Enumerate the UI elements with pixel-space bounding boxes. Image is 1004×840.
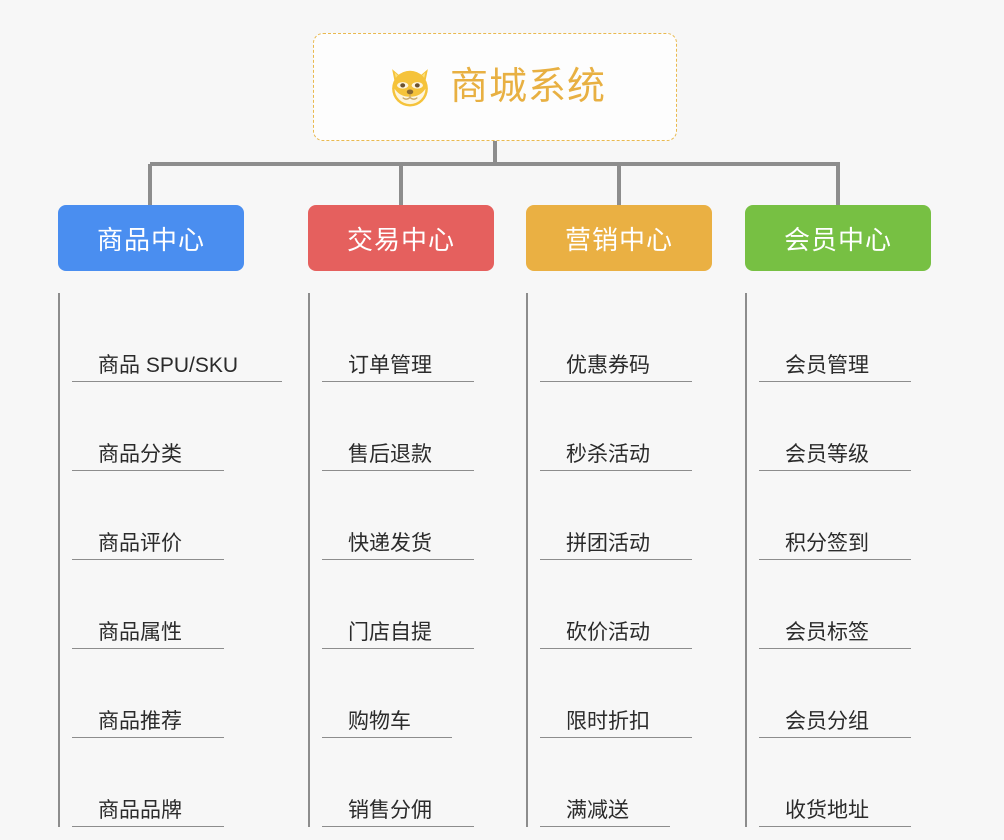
list-item[interactable]: 会员分组 [759,649,945,738]
branch-items-3: 会员管理 会员等级 积分签到 会员标签 会员分组 收货地址 [745,293,945,827]
branch-column-2: 营销中心 优惠券码 秒杀活动 拼团活动 砍价活动 限时折扣 [526,205,726,827]
list-item[interactable]: 商品评价 [72,471,288,560]
leaf-rule [540,737,692,738]
branch-spine-1 [308,293,310,827]
leaf-rule [540,826,670,827]
branch-spine-3 [745,293,747,827]
leaf-rule [72,470,224,471]
list-item[interactable]: 商品推荐 [72,649,288,738]
list-item[interactable]: 会员管理 [759,293,945,382]
leaf-rule [72,559,224,560]
branch-header-1[interactable]: 交易中心 [308,205,494,271]
branch-header-2[interactable]: 营销中心 [526,205,712,271]
branch-header-0[interactable]: 商品中心 [58,205,244,271]
root-title: 商城系统 [449,66,606,108]
leaf-label: 商品品牌 [98,799,182,822]
leaf-label: 会员管理 [785,354,869,377]
root-node[interactable]: 商城系统 [313,33,677,141]
leaf-rule [759,826,911,827]
leaf-label: 优惠券码 [566,354,650,377]
leaf-rule [322,381,474,382]
leaf-rule [322,826,474,827]
leaf-rule [759,559,911,560]
leaf-label: 收货地址 [785,799,869,822]
leaf-label: 会员等级 [785,443,869,466]
list-item[interactable]: 门店自提 [322,560,508,649]
leaf-rule [540,470,692,471]
list-item[interactable]: 限时折扣 [540,649,726,738]
leaf-label: 快递发货 [348,532,432,555]
leaf-rule [322,737,452,738]
list-item[interactable]: 售后退款 [322,382,508,471]
list-item[interactable]: 购物车 [322,649,508,738]
leaf-label: 商品评价 [98,532,182,555]
leaf-rule [759,470,911,471]
list-item[interactable]: 拼团活动 [540,471,726,560]
branch-items-0: 商品 SPU/SKU 商品分类 商品评价 商品属性 商品推荐 商品品牌 [58,293,288,827]
branch-spine-2 [526,293,528,827]
branch-items-2: 优惠券码 秒杀活动 拼团活动 砍价活动 限时折扣 满减送 [526,293,726,827]
leaf-label: 售后退款 [348,443,432,466]
leaf-rule [322,559,474,560]
shiba-dog-face-icon [384,61,436,113]
leaf-label: 积分签到 [785,532,869,555]
list-item[interactable]: 积分签到 [759,471,945,560]
leaf-label: 拼团活动 [566,532,650,555]
leaf-rule [72,381,282,382]
leaf-rule [540,648,692,649]
leaf-label: 限时折扣 [566,710,650,733]
leaf-rule [540,381,692,382]
list-item[interactable]: 会员等级 [759,382,945,471]
leaf-label: 门店自提 [348,621,432,644]
branch-column-3: 会员中心 会员管理 会员等级 积分签到 会员标签 会员分组 [745,205,945,827]
branch-items-1: 订单管理 售后退款 快递发货 门店自提 购物车 销售分佣 [308,293,508,827]
leaf-label: 订单管理 [348,354,432,377]
branch-column-0: 商品中心 商品 SPU/SKU 商品分类 商品评价 商品属性 商品推荐 [58,205,288,827]
leaf-rule [322,648,474,649]
leaf-label: 商品分类 [98,443,182,466]
leaf-label: 购物车 [348,710,411,733]
leaf-label: 满减送 [566,799,629,822]
list-item[interactable]: 会员标签 [759,560,945,649]
leaf-rule [759,737,911,738]
leaf-rule [322,470,474,471]
branch-column-1: 交易中心 订单管理 售后退款 快递发货 门店自提 购物车 [308,205,508,827]
leaf-label: 砍价活动 [566,621,650,644]
list-item[interactable]: 优惠券码 [540,293,726,382]
leaf-rule [540,559,692,560]
leaf-label: 秒杀活动 [566,443,650,466]
list-item[interactable]: 满减送 [540,738,726,827]
branch-spine-0 [58,293,60,827]
list-item[interactable]: 砍价活动 [540,560,726,649]
leaf-label: 商品 SPU/SKU [98,354,239,377]
list-item[interactable]: 快递发货 [322,471,508,560]
leaf-rule [72,648,224,649]
list-item[interactable]: 商品 SPU/SKU [72,293,288,382]
leaf-label: 会员标签 [785,621,869,644]
leaf-label: 商品推荐 [98,710,182,733]
list-item[interactable]: 秒杀活动 [540,382,726,471]
leaf-rule [759,648,911,649]
branch-header-3[interactable]: 会员中心 [745,205,931,271]
leaf-label: 商品属性 [98,621,182,644]
list-item[interactable]: 销售分佣 [322,738,508,827]
list-item[interactable]: 订单管理 [322,293,508,382]
list-item[interactable]: 商品分类 [72,382,288,471]
leaf-rule [72,826,224,827]
list-item[interactable]: 收货地址 [759,738,945,827]
leaf-rule [759,381,911,382]
leaf-label: 会员分组 [785,710,869,733]
leaf-label: 销售分佣 [348,799,432,822]
list-item[interactable]: 商品品牌 [72,738,288,827]
leaf-rule [72,737,224,738]
list-item[interactable]: 商品属性 [72,560,288,649]
